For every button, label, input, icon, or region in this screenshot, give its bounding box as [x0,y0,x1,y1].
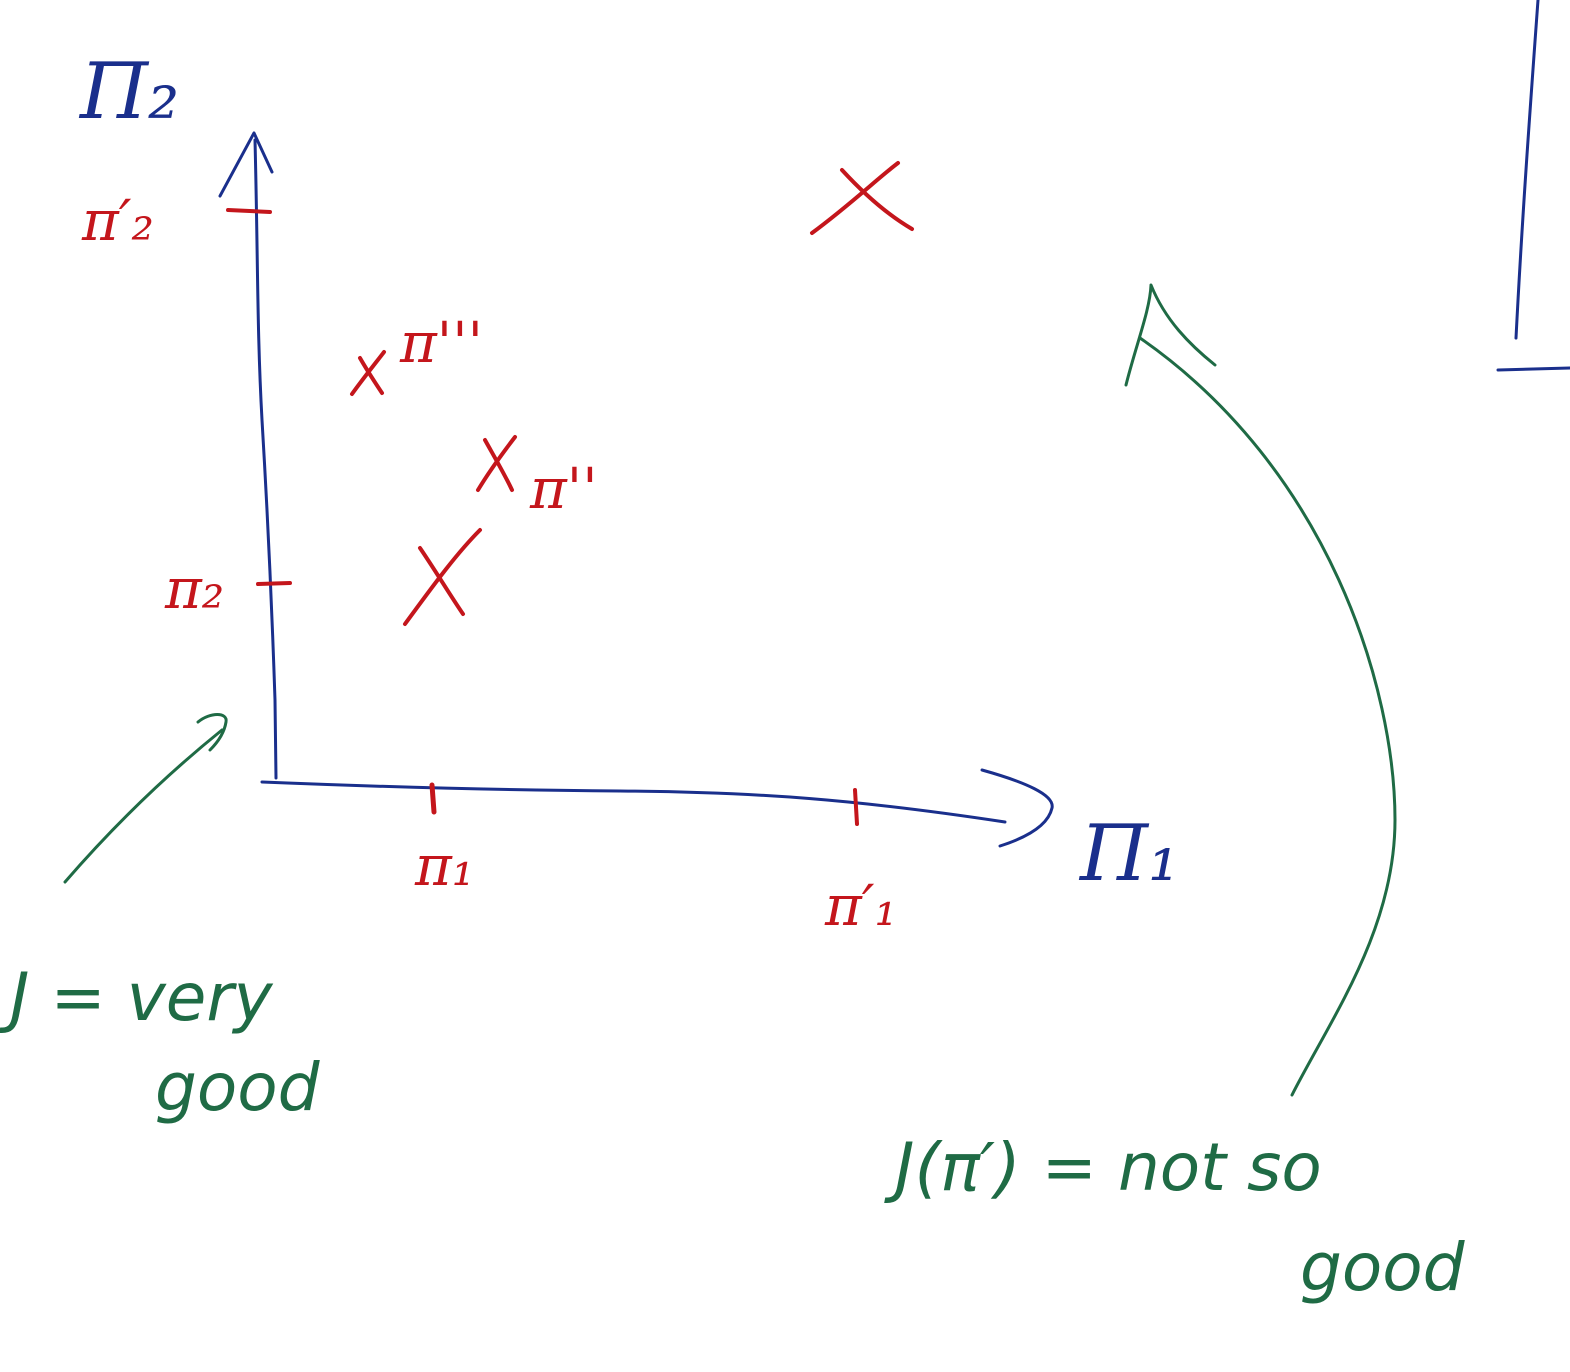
label-pi-triple-prime: π''' [399,311,483,376]
origin-arrow-head [196,713,228,752]
point-pi-prime [810,161,914,235]
y-tick-label-pi2-prime: π′₂ [81,189,154,254]
far-note-line2: good [1300,1229,1466,1306]
x-tick-pi1 [429,782,437,815]
partial-frame-horizontal [1496,366,1570,372]
x-axis-arrowhead [980,768,1054,848]
x-tick-label-pi1: π₁ [414,834,474,899]
far-point-annotation: J(π′) = not so good [884,283,1466,1306]
y-tick-label-pi2: π₂ [164,557,224,622]
origin-note-line1: J = very [0,959,274,1036]
y-axis-line [253,138,278,780]
y-tick-pi2 [256,581,292,586]
origin-arrow-shaft [63,728,224,884]
x-tick-label-pi1-prime: π′₁ [824,874,897,939]
y-axis-label: Π₂ [78,47,179,137]
x-axis-label: Π₁ [1078,809,1179,899]
point-pi-double-prime [476,435,517,492]
origin-note-line2: good [155,1049,321,1126]
point-pi-triple-prime [350,350,386,396]
y-tick-pi2-prime [226,208,272,214]
policy-points [350,161,914,626]
tick-marks [226,208,859,826]
far-arrow-shaft [1138,336,1397,1097]
y-axis-arrowhead [218,131,274,198]
point-pi [403,528,482,626]
far-arrow-head [1124,283,1217,387]
far-note-line1: J(π′) = not so [884,1129,1322,1206]
x-tick-pi1-prime [853,788,859,826]
x-axis-line [260,780,1007,824]
label-pi-double-prime: π'' [529,457,598,522]
axes [218,0,1570,848]
partial-frame-vertical [1514,0,1540,340]
origin-annotation: J = very good [0,713,321,1126]
